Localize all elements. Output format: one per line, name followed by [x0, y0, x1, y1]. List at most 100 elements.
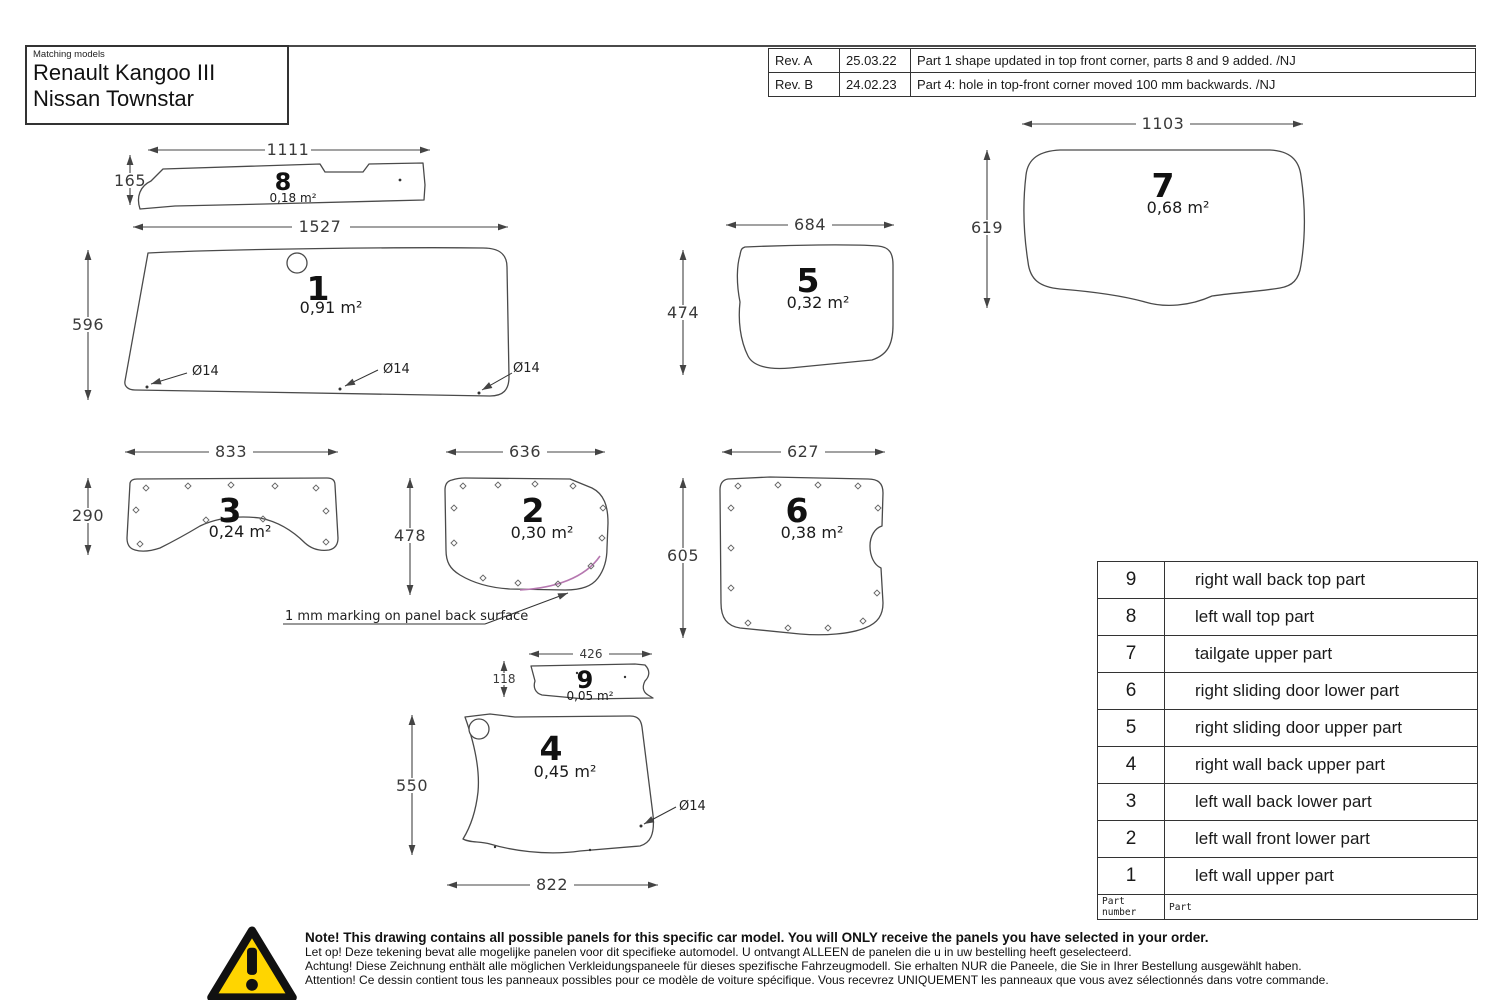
part-3-drawing: 833 290 3 0,24 m²	[72, 442, 339, 555]
part-9-height-value: 118	[493, 672, 516, 686]
part-6-number: 6	[786, 491, 809, 530]
part-9-outline	[530, 663, 654, 700]
revision-row: Rev. B 24.02.23 Part 4: hole in top-fron…	[768, 72, 1476, 97]
part-5-width-value: 684	[794, 215, 826, 234]
part-6-drawing: 627 605 6 0,38 m²	[667, 442, 885, 638]
part-8-outline	[137, 162, 426, 210]
part-1-drawing: 1527 596 1 0,91 m² Ø14 Ø14 Ø14	[72, 217, 540, 400]
part-3-height-value: 290	[72, 506, 104, 525]
rev-id: Rev. B	[768, 72, 840, 97]
part-5-outline	[736, 244, 894, 370]
part-name-cell: right wall back upper part	[1164, 746, 1478, 784]
part-2-drawing: 636 478 2 0,30 m² 1 mm marking on panel …	[283, 442, 609, 625]
marking-callout-leader	[484, 592, 569, 625]
part-number-cell: 1	[1097, 857, 1165, 895]
part-4-width-value: 822	[536, 875, 568, 894]
part-2-height-value: 478	[394, 526, 426, 545]
part-number-cell: 3	[1097, 783, 1165, 821]
rev-date: 24.02.23	[839, 72, 911, 97]
part-1-width-value: 1527	[299, 217, 342, 236]
part-4-area: 0,45 m²	[534, 762, 597, 781]
part-8-height-value: 165	[114, 171, 146, 190]
part-4-hole-dia: Ø14	[679, 799, 706, 814]
part-3-width-value: 833	[215, 442, 247, 461]
part-5-area: 0,32 m²	[787, 293, 850, 312]
part-8-number: 8	[275, 168, 292, 196]
part-header: Part	[1164, 894, 1478, 920]
marking-callout-text: 1 mm marking on panel back surface	[285, 609, 528, 624]
model-name-1: Renault Kangoo III	[33, 60, 216, 85]
part-6-outline	[719, 476, 884, 636]
part-7-area: 0,68 m²	[1147, 198, 1210, 217]
warning-note-dutch: Let op! Deze tekening bevat alle mogelij…	[305, 945, 1132, 959]
part-9-number: 9	[577, 666, 594, 694]
part-1-hole-dia-2: Ø14	[383, 362, 410, 377]
part-name-cell: right sliding door lower part	[1164, 672, 1478, 710]
revision-row: Rev. A 25.03.22 Part 1 shape updated in …	[768, 48, 1476, 73]
part-number-cell: 7	[1097, 635, 1165, 673]
part-4-drawing: 550 822 4 0,45 m² Ø14	[396, 713, 706, 894]
part-7-drawing: 1103 619 7 0,68 m²	[971, 114, 1306, 308]
part-3-outline	[126, 477, 339, 552]
part-4-number: 4	[540, 729, 563, 768]
warning-note: Note! This drawing contains all possible…	[305, 930, 1425, 988]
part-3-hole-markers	[132, 481, 330, 548]
part-number-cell: 6	[1097, 672, 1165, 710]
part-1-height-value: 596	[72, 315, 104, 334]
part-name-cell: right sliding door upper part	[1164, 709, 1478, 747]
part-1-area: 0,91 m²	[300, 298, 363, 317]
part-8-width-value: 1111	[267, 140, 310, 159]
part-2-outline	[444, 477, 609, 591]
part-1-outline	[124, 247, 510, 397]
part-5-drawing: 684 474 5 0,32 m²	[667, 215, 894, 375]
part-number-cell: 2	[1097, 820, 1165, 858]
part-8-area: 0,18 m²	[269, 191, 316, 205]
part-2-width-value: 636	[509, 442, 541, 461]
rev-desc: Part 4: hole in top-front corner moved 1…	[910, 72, 1476, 97]
warning-note-german: Achtung! Diese Zeichnung enthält alle mö…	[305, 959, 1302, 974]
page-top-rule	[25, 45, 1476, 47]
part-5-height-value: 474	[667, 303, 699, 322]
part-name-cell: left wall top part	[1164, 598, 1478, 636]
matching-models-label: Matching models	[33, 49, 105, 60]
part-3-number: 3	[219, 491, 242, 530]
part-9-area: 0,05 m²	[566, 689, 613, 703]
part-1-hole-leader-2	[344, 369, 379, 387]
part-name-cell: tailgate upper part	[1164, 635, 1478, 673]
part-1-hole-dia-1: Ø14	[192, 364, 219, 379]
part-2-marking-line	[519, 555, 601, 591]
part-number-cell: 8	[1097, 598, 1165, 636]
part-4-height-value: 550	[396, 776, 428, 795]
part-name-cell: left wall front lower part	[1164, 820, 1478, 858]
part-2-hole-markers	[450, 480, 607, 588]
part-1-number: 1	[307, 269, 330, 308]
part-7-outline	[1023, 149, 1306, 306]
part-number-cell: 9	[1097, 561, 1165, 599]
part-name-cell: left wall back lower part	[1164, 783, 1478, 821]
part-7-width-value: 1103	[1142, 114, 1185, 133]
part-1-hole-dia-3: Ø14	[513, 361, 540, 376]
part-2-number: 2	[522, 491, 545, 530]
part-6-width-value: 627	[787, 442, 819, 461]
part-6-area: 0,38 m²	[781, 523, 844, 542]
part-7-number: 7	[1152, 166, 1175, 205]
part-8-drawing: 1111 165 8 0,18 m²	[114, 140, 430, 210]
part-number-header: Part number	[1097, 894, 1165, 920]
part-name-cell: right wall back top part	[1164, 561, 1478, 599]
part-number-cell: 5	[1097, 709, 1165, 747]
revision-table: Rev. A 25.03.22 Part 1 shape updated in …	[768, 48, 1476, 97]
part-4-hole	[468, 718, 490, 740]
part-4-hole-leader	[643, 806, 677, 825]
model-name-2: Nissan Townstar	[33, 86, 194, 111]
part-6-hole-markers	[727, 481, 882, 632]
part-1-hole	[286, 252, 308, 274]
